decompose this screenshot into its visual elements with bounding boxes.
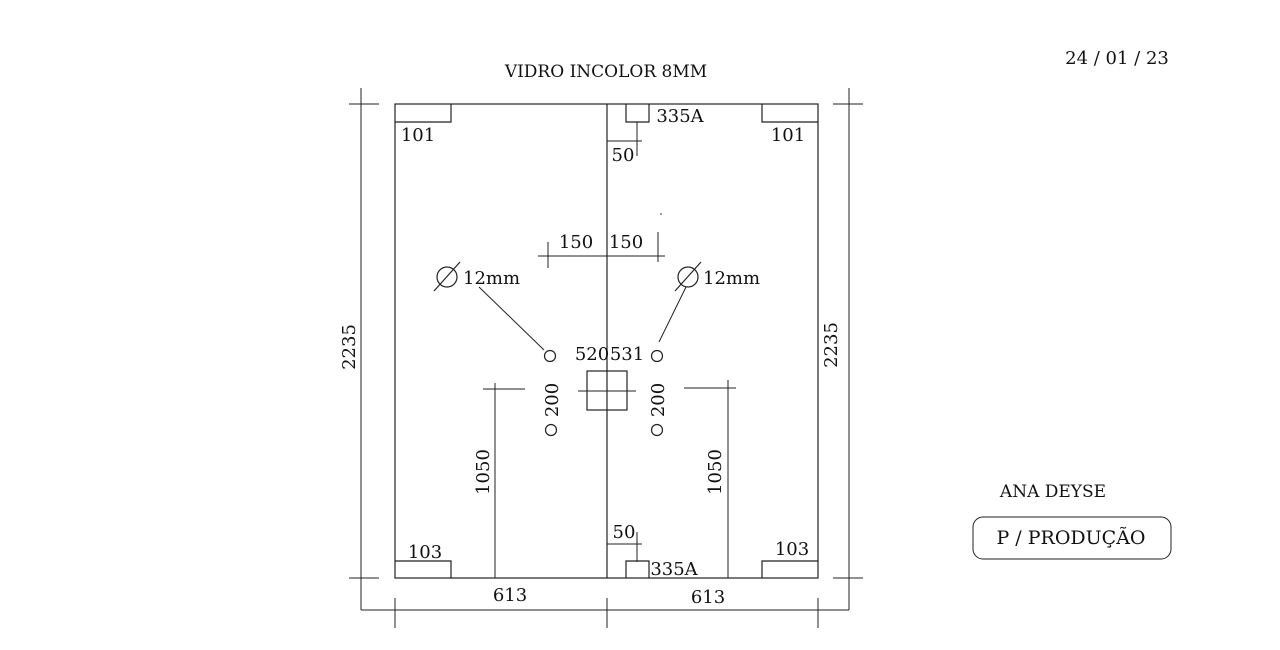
svg-text:12mm: 12mm [703, 268, 760, 289]
corner-cutout-top-right: 101 [761, 104, 818, 146]
hole-right-upper [650, 349, 664, 363]
lock-right-label: 531 [610, 344, 644, 365]
corner-cutout-top-left: 101 [395, 104, 452, 146]
lock-left-label: 520 [575, 344, 609, 365]
svg-text:103: 103 [775, 539, 809, 560]
corner-cutout-bottom-left: 103 [395, 542, 452, 578]
svg-text:101: 101 [401, 125, 435, 146]
hole-left-lower [544, 423, 558, 437]
svg-text:150: 150 [559, 232, 593, 253]
svg-text:101: 101 [771, 125, 805, 146]
svg-text:1050: 1050 [705, 449, 726, 495]
hole-diameter-right: 12mm [658, 261, 760, 343]
dimension-frame [349, 88, 863, 628]
svg-text:1050: 1050 [473, 449, 494, 495]
svg-text:103: 103 [408, 542, 442, 563]
date-label: 24 / 01 / 23 [1065, 48, 1169, 69]
glass-spec-title: VIDRO INCOLOR 8MM [504, 62, 707, 82]
lock-height-right: 1050 [684, 380, 736, 578]
svg-text:50: 50 [613, 522, 636, 543]
corner-cutout-bottom-right: 103 [761, 539, 818, 578]
height-right-label: 2235 [821, 322, 842, 368]
svg-text:12mm: 12mm [463, 268, 520, 289]
hinge-bottom: 335A 50 [607, 522, 699, 580]
holes-right-spacing-label: 200 [648, 383, 669, 417]
height-left-label: 2235 [339, 324, 360, 370]
client-name: ANA DEYSE [999, 482, 1106, 502]
hinge-top: 335A 50 [607, 104, 705, 166]
svg-text:335A: 335A [650, 559, 698, 580]
svg-text:335A: 335A [656, 106, 704, 127]
production-stamp-box [972, 516, 1172, 560]
hole-right-lower [650, 423, 664, 437]
width-left-label: 613 [493, 585, 527, 606]
svg-text:150: 150 [609, 232, 643, 253]
handle-spacing-dimension: 150 150 [538, 232, 665, 268]
hole-diameter-left: 12mm [433, 261, 545, 351]
svg-text:50: 50 [612, 145, 635, 166]
lock-height-left: 1050 [473, 383, 525, 578]
holes-left-spacing-label: 200 [542, 383, 563, 417]
width-right-label: 613 [691, 587, 725, 608]
mark-dot [660, 213, 662, 215]
production-stamp-label: P / PRODUÇÃO [996, 527, 1145, 549]
hole-left-upper [543, 349, 557, 363]
